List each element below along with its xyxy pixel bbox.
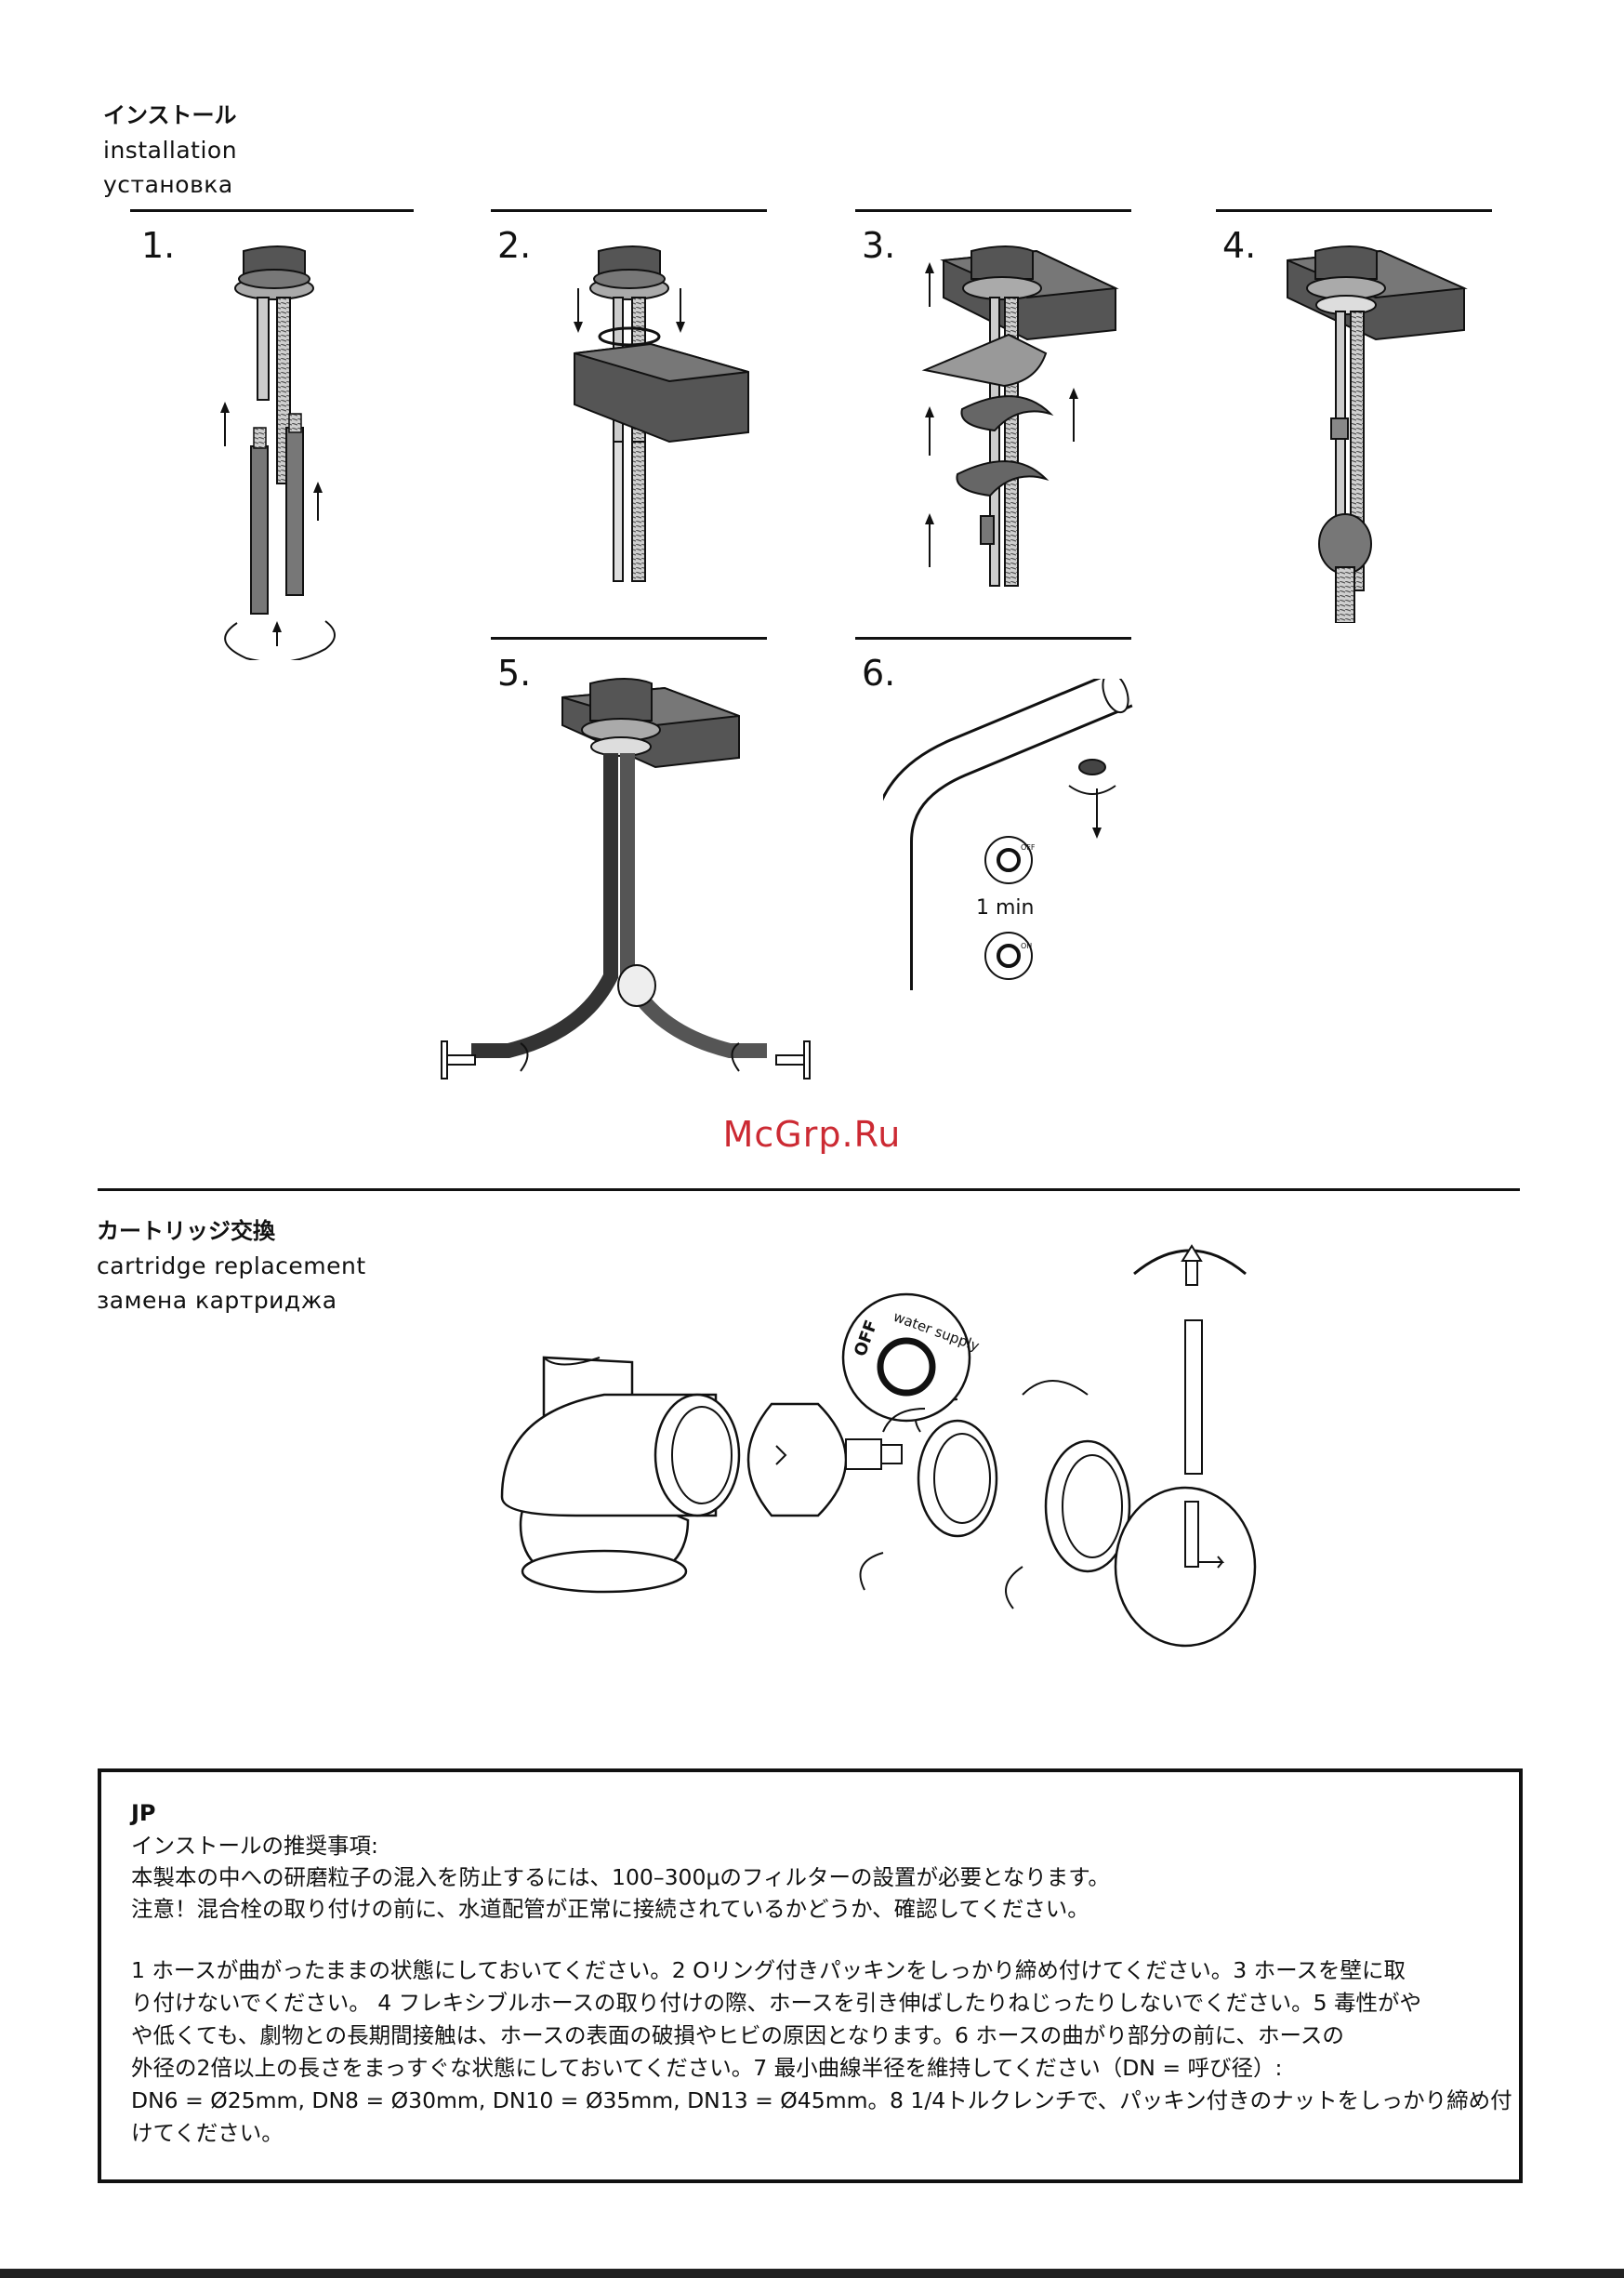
notes-line-2: 注意！混合栓の取り付けの前に、水道配管が正常に接続されているかどうか、確認してく… [131,1896,1089,1922]
notes-box: JP インストールの推奨事項: 本製本の中への研磨粒子の混入を防止するには、10… [98,1768,1523,2183]
step6-rule [855,637,1131,640]
notes-line-1: 本製本の中への研磨粒子の混入を防止するには、100–300μのフィルターの設置が… [131,1864,1110,1890]
step6-illustration: OFF ON 1 min [883,679,1133,990]
step-number-1: 1. [141,225,176,266]
step5-rule [491,637,767,640]
cartridge-heading-en: cartridge replacement [97,1252,366,1279]
step-number-3: 3. [862,225,896,266]
installation-heading-jp: インストール [103,102,237,128]
step1-rule [130,209,414,212]
step3-rule [855,209,1131,212]
cartridge-heading-ru: замена картриджа [97,1287,337,1314]
step2-illustration [574,245,749,582]
step-number-5: 5. [497,653,532,694]
step3-illustration [921,245,1119,587]
step1-illustration [220,245,336,660]
notes-paragraph: 1 ホースが曲がったままの状態にしておいてください。2 Oリング付きパッキンをし… [131,1954,1512,2150]
step5-illustration [441,678,811,1079]
installation-heading: インストール installation установка [103,99,237,202]
page-bottom-bar [0,2269,1624,2278]
notes-paragraph-line: や低くても、劇物との長期間接触は、ホースの表面の破損やヒビの原因となります。6 … [131,2022,1344,2048]
step2-rule [491,209,767,212]
watermark: McGrp.Ru [722,1114,902,1155]
step6-valve-on-label: ON [1021,942,1032,950]
step6-valve-off-label: OFF [1021,843,1036,852]
notes-paragraph-line: DN6 = Ø25mm, DN8 = Ø30mm, DN10 = Ø35mm, … [131,2087,1512,2113]
cartridge-illustration: OFF water supply [500,1244,1257,1648]
step4-rule [1216,209,1492,212]
step-number-4: 4. [1222,225,1257,266]
installation-heading-en: installation [103,137,238,164]
notes-paragraph-line: 1 ホースが曲がったままの状態にしておいてください。2 Oリング付きパッキンをし… [131,1957,1406,1983]
cartridge-heading: カートリッジ交換 cartridge replacement замена ка… [97,1214,366,1318]
step-number-2: 2. [497,225,532,266]
notes-title: インストールの推奨事項: [131,1833,378,1859]
installation-heading-ru: установка [103,171,233,198]
cartridge-heading-jp: カートリッジ交換 [97,1218,275,1244]
notes-paragraph-line: けてください。 [131,2120,284,2146]
step6-duration-label: 1 min [976,896,1034,920]
notes-paragraph-line: り付けないでください。 4 フレキシブルホースの取り付けの際、ホースを引き伸ばし… [131,1990,1422,2016]
notes-language-tag: JP [131,1800,156,1826]
section-divider [98,1188,1520,1191]
step4-illustration [1287,245,1468,623]
notes-paragraph-line: 外径の2倍以上の長さをまっすぐな状態にしておいてください。7 最小曲線半径を維持… [131,2055,1283,2081]
step-number-6: 6. [862,653,896,694]
